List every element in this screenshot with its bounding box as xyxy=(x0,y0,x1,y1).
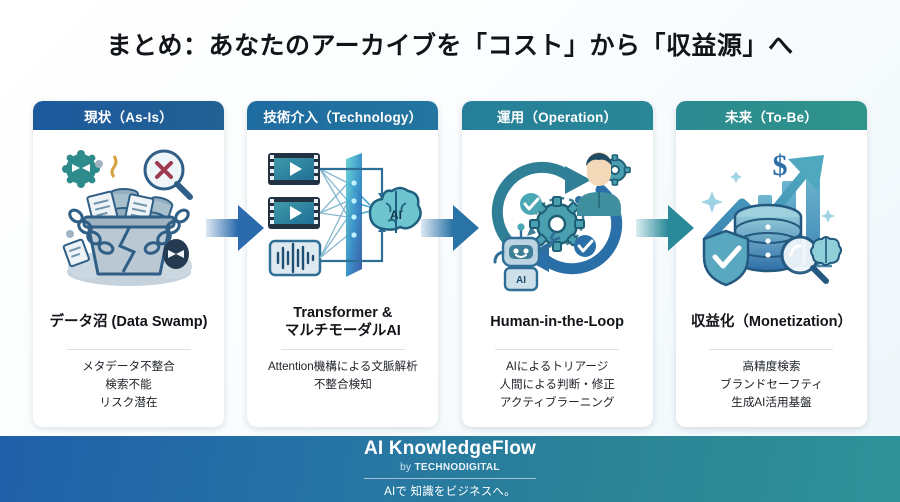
bullet: リスク潜在 xyxy=(99,395,158,409)
card-title-line2: マルチモーダルAI xyxy=(284,323,401,339)
card-title-line1: Transformer & xyxy=(293,304,393,321)
arrow-technology-to-operation xyxy=(419,197,481,259)
card-as-is[interactable]: 現状（As-Is） xyxy=(33,101,224,427)
card-divider xyxy=(709,349,834,350)
bullet: 生成AI活用基盤 xyxy=(731,395,812,409)
bullet: 不整合検知 xyxy=(313,377,372,391)
brand-name: AI KnowledgeFlow xyxy=(363,438,537,460)
card-bullets-technology: Attention機構による文脈解析 不整合検知 xyxy=(247,358,438,394)
card-bullets-operation: AIによるトリアージ 人間による判断・修正 アクティブラーニング xyxy=(462,358,653,412)
card-header-as-is: 現状（As-Is） xyxy=(33,101,224,130)
card-divider xyxy=(495,349,620,350)
card-header-operation: 運用（Operation） xyxy=(461,101,653,130)
human-in-the-loop-illustration: AI xyxy=(462,130,653,302)
dollar-label: $ xyxy=(773,149,788,182)
monetization-illustration: $ xyxy=(676,130,867,302)
footer-tagline: AIで 知識をビジネスへ。 xyxy=(384,485,516,498)
bullet: アクティブラーニング xyxy=(499,395,615,409)
card-divider xyxy=(66,349,191,350)
brain-ai-label: AI xyxy=(390,208,402,222)
bullet: 検索不能 xyxy=(105,377,152,391)
bullet: Attention機構による文脈解析 xyxy=(267,360,418,373)
byline-prefix: by xyxy=(400,461,412,473)
footer-bar: AI KnowledgeFlow by TECHNODIGITAL AIで 知識… xyxy=(0,436,900,502)
card-title-to-be: 収益化（Monetization） xyxy=(676,302,867,342)
card-divider xyxy=(280,349,405,350)
card-title-technology: Transformer & マルチモーダルAI xyxy=(247,302,438,342)
arrow-operation-to-to-be xyxy=(634,197,696,259)
bullet: 高精度検索 xyxy=(742,360,801,373)
card-bullets-to-be: 高精度検索 ブランドセーフティ 生成AI活用基盤 xyxy=(676,358,867,412)
card-title-line1: データ沼 (Data Swamp) xyxy=(49,313,208,330)
arrow-as-is-to-technology xyxy=(204,197,266,259)
card-title-operation: Human-in-the-Loop xyxy=(462,302,653,342)
multimodal-ai-illustration: AI xyxy=(247,130,438,302)
card-to-be[interactable]: 未来（To-Be） xyxy=(675,101,867,427)
robot-ai-label: AI xyxy=(516,275,526,286)
bullet: AIによるトリアージ xyxy=(505,360,609,373)
card-operation[interactable]: 運用（Operation） xyxy=(461,101,653,427)
footer-divider xyxy=(364,477,536,479)
card-header-to-be: 未来（To-Be） xyxy=(675,101,867,130)
card-bullets-as-is: メタデータ不整合 検索不能 リスク潜在 xyxy=(33,358,224,412)
company-name: TECHNODIGITAL xyxy=(414,461,500,473)
bullet: 人間による判断・修正 xyxy=(499,377,615,391)
bullet: メタデータ不整合 xyxy=(82,360,175,373)
card-title-line1: 収益化（Monetization） xyxy=(690,313,853,330)
data-swamp-illustration xyxy=(33,130,224,302)
brand-byline: by TECHNODIGITAL xyxy=(400,462,500,473)
stage-cards-row: 現状（As-Is） xyxy=(33,101,867,427)
page-title: まとめ：あなたのアーカイブを「コスト」から「収益源」へ xyxy=(106,32,794,60)
card-header-technology: 技術介入（Technology） xyxy=(247,101,439,130)
card-title-as-is: データ沼 (Data Swamp) xyxy=(33,302,224,342)
card-technology[interactable]: 技術介入（Technology） xyxy=(247,101,439,427)
bullet: ブランドセーフティ xyxy=(720,377,823,391)
card-title-line1: Human-in-the-Loop xyxy=(490,313,624,330)
